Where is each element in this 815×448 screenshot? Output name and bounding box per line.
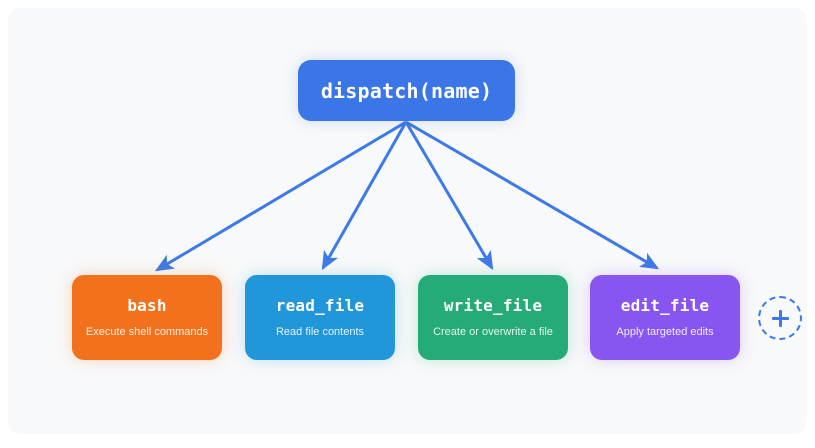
node-subtitle: Read file contents [275,326,365,338]
node-subtitle: Create or overwrite a file [433,326,553,338]
node-edit-file[interactable]: edit_file Apply targeted edits [590,275,740,360]
edge-dispatch-to-read-file [321,121,408,271]
node-write-file[interactable]: write_file Create or overwrite a file [418,275,568,360]
node-title: dispatch(name) [320,78,493,103]
node-subtitle: Execute shell commands [85,326,209,338]
diagram-canvas: dispatch(name) bash Execute shell comman… [8,8,807,434]
tree-graph: dispatch(name) bash Execute shell comman… [8,8,807,434]
plus-icon-vertical [778,309,782,327]
node-title: read_file [275,296,365,315]
add-node-button[interactable] [758,296,802,340]
node-bash[interactable]: bash Execute shell commands [72,275,222,360]
edge-dispatch-to-write-file [404,121,494,271]
edge-dispatch-to-edit-file [405,120,660,270]
node-subtitle: Apply targeted edits [616,326,714,338]
node-title: bash [127,296,167,315]
node-title: edit_file [620,296,710,315]
node-read-file[interactable]: read_file Read file contents [245,275,395,360]
node-title: write_file [443,296,543,315]
node-dispatch[interactable]: dispatch(name) [298,60,515,121]
edge-dispatch-to-bash [154,120,407,272]
